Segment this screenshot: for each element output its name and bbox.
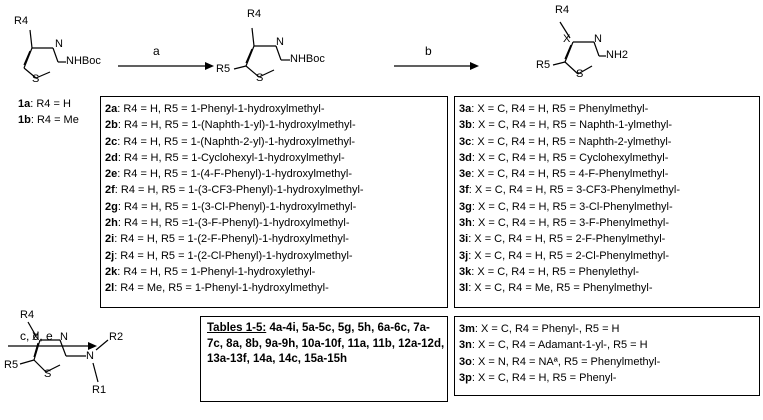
compound-2g: 2g: R4 = H, R5 = 1-(3-Cl-Phenyl)-1-hydro… <box>105 200 357 213</box>
series2-box: 2a: R4 = H, R5 = 1-Phenyl-1-hydroxylmeth… <box>100 96 448 308</box>
struct4-r2-label: R2 <box>109 331 124 343</box>
compound-3a: 3a: X = C, R4 = H, R5 = Phenylmethyl- <box>459 103 649 115</box>
structure-3-bonds <box>552 21 606 75</box>
compound-3h: 3h: X = C, R4 = H, R5 = 3-F-Phenylmethyl… <box>459 217 669 230</box>
compound-3m: 3m: X = C, R4 = Phenyl-, R5 = H <box>459 323 620 335</box>
series2-list: 2a: R4 = H, R5 = 1-Phenyl-1-hydroxylmeth… <box>105 101 364 297</box>
tables-box: Tables 1-5: 4a-4i, 5a-5c, 5g, 5h, 6a-6c,… <box>200 316 448 402</box>
struct1-s-atom: S <box>32 73 40 85</box>
starting-1b: 1b: R4 = Me <box>18 114 79 127</box>
tables-heading: Tables 1-5: <box>207 322 267 334</box>
compound-3n: 3n: X = C, R4 = Adamant-1-yl-, R5 = H <box>459 339 648 352</box>
struct3-r4-label: R4 <box>555 4 570 16</box>
series3b-box: 3m: X = C, R4 = Phenyl-, R5 = H 3n: X = … <box>454 316 760 396</box>
compound-2d: 2d: R4 = H, R5 = 1-Cyclohexyl-1-hydroxyl… <box>105 151 345 164</box>
struct3-s-atom: S <box>576 68 584 80</box>
struct3-n-atom: N <box>594 33 602 45</box>
compound-3j: 3j: X = C, R4 = H, R5 = 2-Cl-Phenylmethy… <box>459 249 670 262</box>
struct2-r4-label: R4 <box>247 8 262 20</box>
structure-4-bonds <box>19 321 109 383</box>
compound-2h: 2h: R4 = H, R5 =1-(3-F-Phenyl)-1-hydroxy… <box>105 217 350 230</box>
struct4-s-atom: S <box>44 368 52 380</box>
struct4-n-atom: N <box>60 331 68 343</box>
compound-3c: 3c: X = C, R4 = H, R5 = Naphth-2-ylmethy… <box>459 135 672 148</box>
compound-3d: 3d: X = C, R4 = H, R5 = Cyclohexylmethyl… <box>459 151 669 164</box>
struct3-nh2: NH2 <box>606 49 629 61</box>
structure-1-bonds <box>23 29 66 79</box>
struct4-r1-label: R1 <box>92 384 107 396</box>
compound-2b: 2b: R4 = H, R5 = 1-(Naphth-1-yl)-1-hydro… <box>105 119 356 132</box>
compound-3l: 3l: X = C, R4 = Me, R5 = Phenylmethyl- <box>459 282 653 295</box>
struct2-r5-label: R5 <box>216 63 231 75</box>
struct1-n-atom: N <box>55 38 63 50</box>
struct2-s-atom: S <box>256 72 264 84</box>
compound-3b: 3b: X = C, R4 = H, R5 = Naphth-1-ylmethy… <box>459 119 673 132</box>
struct4-r5-label: R5 <box>4 359 19 371</box>
struct4-r4-label: R4 <box>20 309 35 321</box>
series3b-list: 3m: X = C, R4 = Phenyl-, R5 = H 3n: X = … <box>459 321 660 386</box>
arrow-cde-label: c, d, e <box>20 329 53 343</box>
compound-2a: 2a: R4 = H, R5 = 1-Phenyl-1-hydroxylmeth… <box>105 103 325 115</box>
series3-list: 3a: X = C, R4 = H, R5 = Phenylmethyl- 3b… <box>459 101 680 297</box>
struct3-r5-label: R5 <box>536 59 551 71</box>
compound-2f: 2f: R4 = H, R5 = 1-(3-CF3-Phenyl)-1-hydr… <box>105 184 364 197</box>
compound-3e: 3e: X = C, R4 = H, R5 = 4-F-Phenylmethyl… <box>459 168 669 181</box>
struct2-nhboc: NHBoc <box>290 53 325 65</box>
compound-2c: 2c: R4 = H, R5 = 1-(Naphth-2-yl)-1-hydro… <box>105 135 356 148</box>
compound-2j: 2j: R4 = H, R5 = 1-(2-Cl-Phenyl)-1-hydro… <box>105 249 353 262</box>
compound-3f: 3f: X = C, R4 = H, R5 = 3-CF3-Phenylmeth… <box>459 184 680 197</box>
compound-3o: 3o: X = N, R4 = NAª, R5 = Phenylmethyl- <box>459 355 661 368</box>
struct1-nhboc: NHBoc <box>66 55 101 67</box>
series3-box: 3a: X = C, R4 = H, R5 = Phenylmethyl- 3b… <box>454 96 760 308</box>
compound-2e: 2e: R4 = H, R5 = 1-(4-F-Phenyl)-1-hydrox… <box>105 168 352 181</box>
starting-1a: 1a: R4 = H <box>18 98 71 110</box>
structure-2-bonds <box>233 27 290 78</box>
compound-3g: 3g: X = C, R4 = H, R5 = 3-Cl-Phenylmethy… <box>459 200 673 213</box>
struct4-amine-n: N <box>86 350 94 362</box>
tables-text: Tables 1-5: 4a-4i, 5a-5c, 5g, 5h, 6a-6c,… <box>207 321 445 368</box>
compound-3k: 3k: X = C, R4 = H, R5 = Phenylethyl- <box>459 265 640 278</box>
arrow-cde-head <box>88 342 97 350</box>
compound-2i: 2i: R4 = H, R5 = 1-(2-F-Phenyl)-1-hydrox… <box>105 233 349 246</box>
arrow-a-label: a <box>153 44 160 58</box>
compound-2l: 2l: R4 = Me, R5 = 1-Phenyl-1-hydroxylmet… <box>105 282 329 295</box>
struct2-n-atom: N <box>276 36 284 48</box>
arrow-a-head <box>205 62 214 70</box>
compound-3i: 3i: X = C, R4 = H, R5 = 2-F-Phenylmethyl… <box>459 233 666 246</box>
compound-3p: 3p: X = C, R4 = H, R5 = Phenyl- <box>459 371 617 384</box>
struct3-x-atom: X <box>563 33 571 45</box>
struct1-r4-label: R4 <box>14 15 29 27</box>
arrow-b-label: b <box>425 44 432 58</box>
compound-2k: 2k: R4 = H, R5 = 1-Phenyl-1-hydroxylethy… <box>105 265 316 278</box>
tables-compounds: 4a-4i, 5a-5c, 5g, 5h, 6a-6c, 7a-7c, 8a, … <box>207 322 445 365</box>
arrow-b-head <box>470 62 479 70</box>
struct4-x-atom: X <box>32 331 40 343</box>
starting-material-list: 1a: R4 = H 1b: R4 = Me <box>18 96 79 129</box>
